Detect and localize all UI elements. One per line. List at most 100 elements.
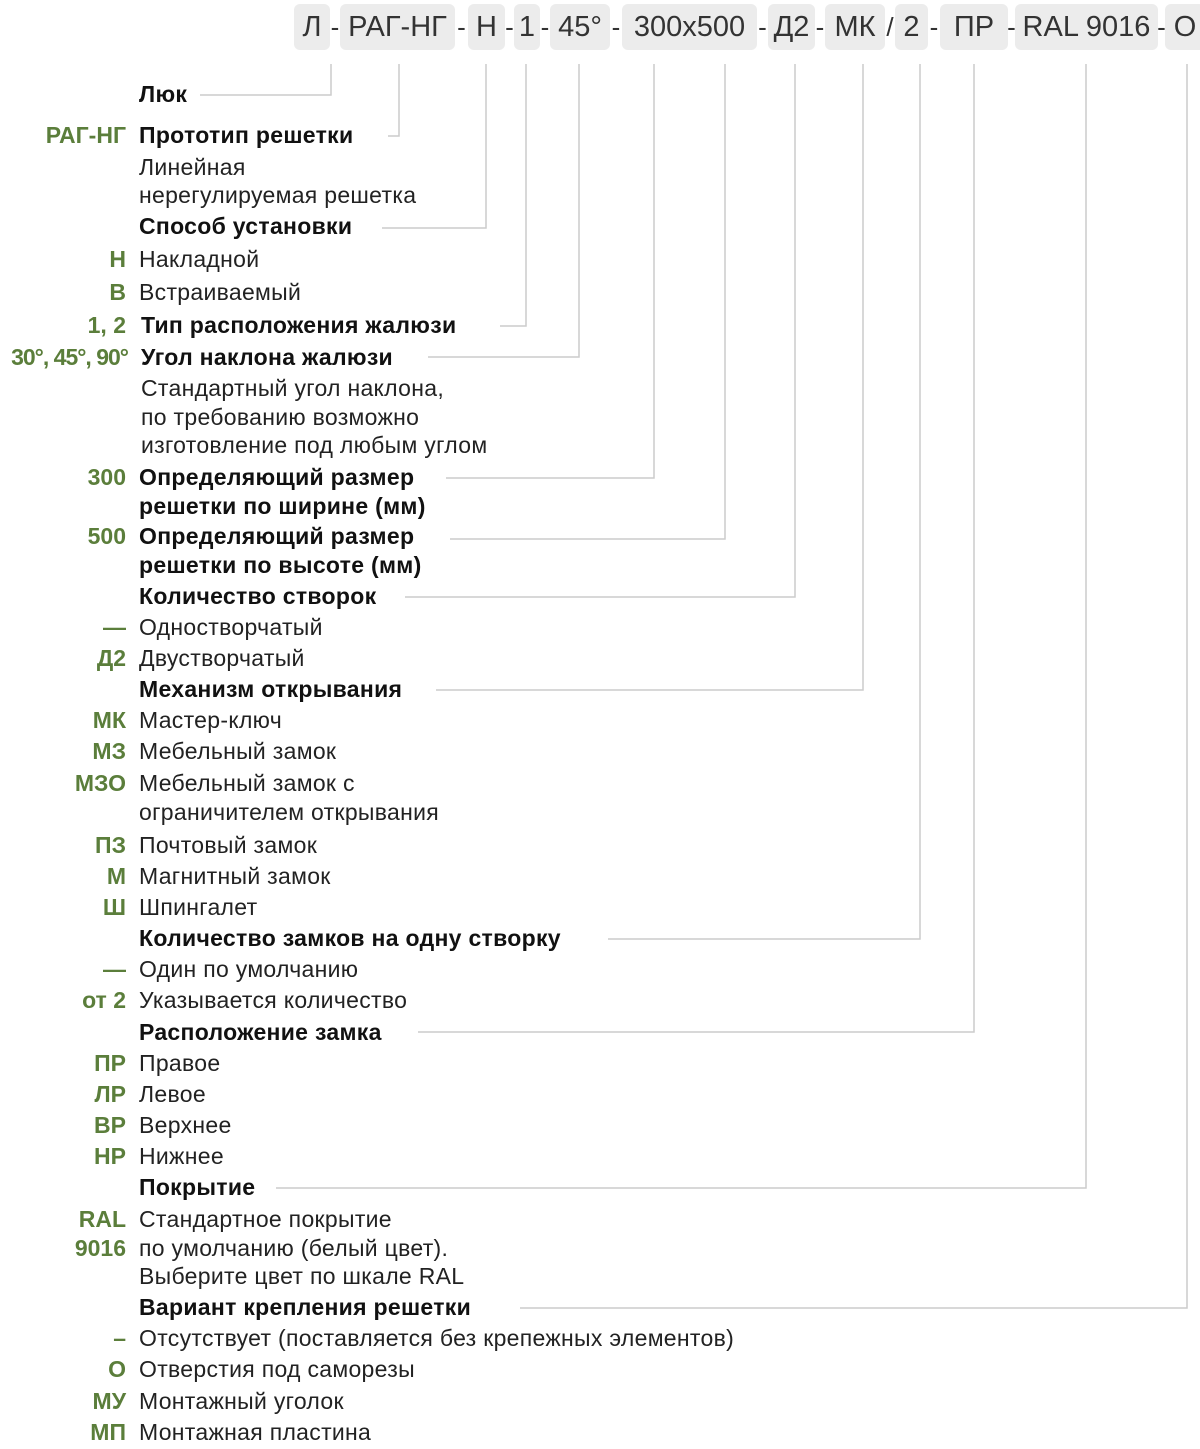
legend-row: Стандартный угол наклона, xyxy=(0,373,1200,403)
legend-heading: Количество створок xyxy=(139,583,377,609)
legend-description: Магнитный замок xyxy=(139,863,331,889)
legend-row: Механизм открывания xyxy=(0,674,1200,704)
legend-description: Встраиваемый xyxy=(139,279,302,305)
legend-row: МУ Монтажный уголок xyxy=(0,1386,1200,1416)
legend-code: Д2 xyxy=(96,645,126,671)
connector-line xyxy=(500,64,527,327)
legend-row: по требованию возможно xyxy=(0,402,1200,432)
legend-code: МК xyxy=(92,707,126,733)
legend-row: 9016 по умолчанию (белый цвет). xyxy=(0,1233,1200,1263)
code-separator: - xyxy=(505,12,514,42)
legend-heading: Количество замков на одну створку xyxy=(139,925,561,951)
legend-description: по умолчанию (белый цвет). xyxy=(139,1235,449,1261)
legend-code: RAL xyxy=(78,1206,126,1232)
connector-line xyxy=(418,64,975,1033)
code-segment: 300x500 xyxy=(622,4,757,50)
legend-description: Почтовый замок xyxy=(139,832,318,858)
legend-row: Н Накладной xyxy=(0,244,1200,274)
legend-description: Выберите цвет по шкале RAL xyxy=(139,1263,465,1289)
code-segment: РАГ-НГ xyxy=(340,4,455,50)
legend-row: 300 Определяющий размер xyxy=(0,462,1200,492)
code-separator: - xyxy=(815,12,825,42)
legend-code: — xyxy=(103,614,126,640)
connector-line xyxy=(520,64,1188,1309)
legend-description: Один по умолчанию xyxy=(139,956,359,982)
legend-description: Нижнее xyxy=(139,1143,224,1169)
legend-description: по требованию возможно xyxy=(141,404,420,430)
legend-code: МУ xyxy=(92,1388,126,1414)
code-segment: 45° xyxy=(550,4,610,50)
legend-row: Люк xyxy=(0,79,1200,109)
legend-description: Верхнее xyxy=(139,1112,232,1138)
legend-row: Расположение замка xyxy=(0,1017,1200,1047)
legend-description: Левое xyxy=(139,1081,206,1107)
legend-heading: Расположение замка xyxy=(139,1019,382,1045)
legend-code: ПЗ xyxy=(95,832,126,858)
code-segment: 2 xyxy=(895,4,928,50)
code-separator: - xyxy=(330,12,340,42)
connector-line xyxy=(436,64,864,691)
code-segment: RAL 9016 xyxy=(1015,4,1158,50)
legend-description: Мастер-ключ xyxy=(139,707,282,733)
legend-description: Шпингалет xyxy=(139,894,258,920)
legend-description: Монтажный уголок xyxy=(139,1388,344,1414)
legend-heading: Тип расположения жалюзи xyxy=(141,312,457,338)
legend-row: Вариант крепления решетки xyxy=(0,1292,1200,1322)
legend-code: МЗО xyxy=(74,770,126,796)
legend-code: В xyxy=(109,279,126,305)
legend-row: МК Мастер-ключ xyxy=(0,705,1200,735)
connector-line xyxy=(405,64,796,598)
legend-code: — xyxy=(103,956,126,982)
code-segment: 1 xyxy=(514,4,540,50)
legend-row: решетки по ширине (мм) xyxy=(0,491,1200,521)
legend-row: — Один по умолчанию xyxy=(0,954,1200,984)
legend-row: 1, 2 Тип расположения жалюзи xyxy=(0,310,1200,340)
code-separator: - xyxy=(611,12,621,42)
code-separator: / xyxy=(886,12,894,42)
legend-heading: Покрытие xyxy=(139,1174,256,1200)
legend-heading: Определяющий размер xyxy=(139,523,415,549)
legend-heading: Механизм открывания xyxy=(139,676,403,702)
legend-code: МЗ xyxy=(92,738,126,764)
legend-code: 9016 xyxy=(74,1235,126,1261)
connector-line xyxy=(608,64,921,940)
legend-row: Способ установки xyxy=(0,211,1200,241)
code-segment: Л xyxy=(294,4,330,50)
legend-heading: Люк xyxy=(139,81,188,107)
legend-code: МП xyxy=(90,1419,126,1445)
legend-row: Выберите цвет по шкале RAL xyxy=(0,1261,1200,1291)
legend-row: Линейная xyxy=(0,152,1200,182)
connector-line xyxy=(276,64,1087,1189)
legend-row: –Отсутствует (поставляется без крепежных… xyxy=(0,1323,1200,1353)
legend-heading: Вариант крепления решетки xyxy=(139,1294,472,1320)
legend-code: М xyxy=(106,863,126,889)
legend-code: 1, 2 xyxy=(87,312,126,338)
legend-code: 300 xyxy=(87,464,126,490)
legend-row: 30°, 45°, 90°Угол наклона жалюзи xyxy=(0,342,1200,372)
legend-description: Накладной xyxy=(139,246,260,272)
legend-heading: решетки по ширине (мм) xyxy=(139,493,426,519)
legend-description: нерегулируемая решетка xyxy=(139,182,417,208)
legend-row: —Одностворчатый xyxy=(0,612,1200,642)
legend-heading: Определяющий размер xyxy=(139,464,415,490)
legend-code: Н xyxy=(109,246,126,272)
legend-heading: Угол наклона жалюзи xyxy=(141,344,393,370)
legend-row: 500 Определяющий размер xyxy=(0,521,1200,551)
connector-line xyxy=(446,64,655,479)
legend-code: 500 xyxy=(87,523,126,549)
legend-code: ПР xyxy=(94,1050,126,1076)
legend-description: Указывается количество xyxy=(139,987,408,1013)
legend-heading: Способ установки xyxy=(139,213,353,239)
legend-heading: решетки по высоте (мм) xyxy=(139,552,422,578)
code-separator: - xyxy=(758,12,767,42)
legend-description: Отсутствует (поставляется без крепежных … xyxy=(139,1325,735,1351)
code-separator: - xyxy=(1007,12,1016,42)
